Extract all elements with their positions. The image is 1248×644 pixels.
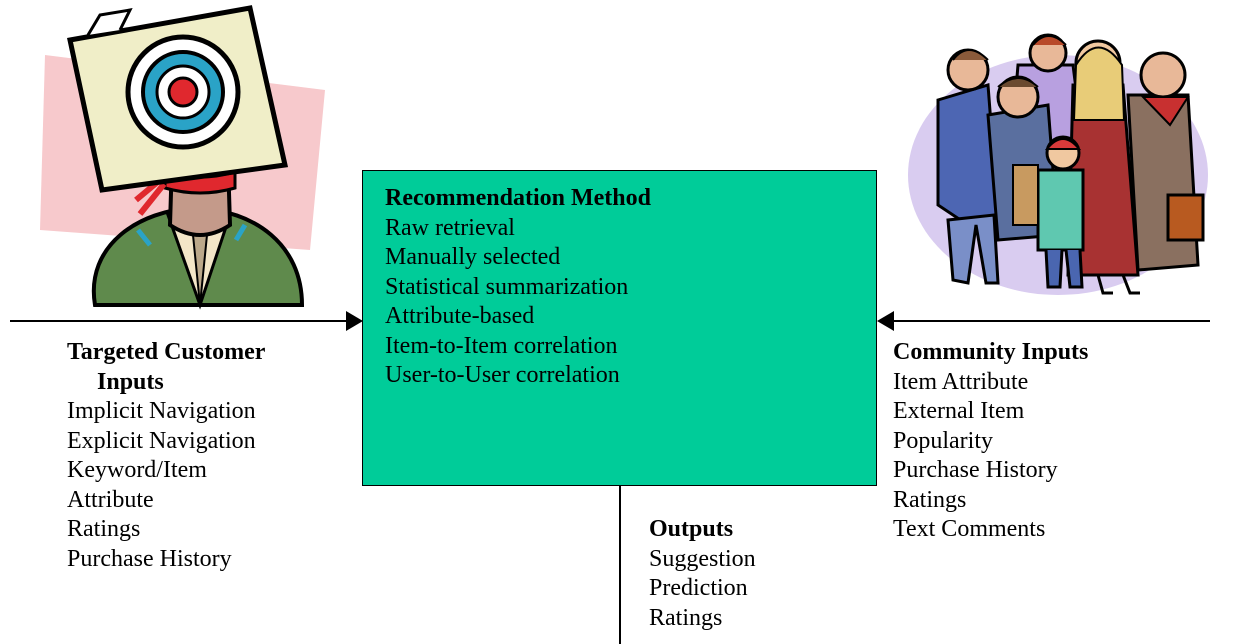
method-title: Recommendation Method: [385, 185, 651, 211]
method-item: Manually selected: [385, 244, 561, 270]
customer-item: Attribute: [67, 486, 154, 513]
customer-title: Targeted Customer: [67, 339, 266, 365]
customer-item: Implicit Navigation: [67, 398, 256, 424]
output-item: Prediction: [649, 575, 748, 601]
community-title: Community Inputs: [893, 339, 1089, 365]
community-item: Text Comments: [893, 516, 1046, 542]
customer-item: Explicit Navigation: [67, 427, 256, 454]
method-list: Raw retrieval Manually selected Statisti…: [385, 214, 876, 391]
community-item: Purchase History: [893, 457, 1058, 483]
community-list: Item Attribute External Item Popularity …: [893, 368, 1088, 545]
method-item: User-to-User correlation: [385, 362, 620, 388]
community-item: Popularity: [893, 427, 993, 454]
method-item: Item-to-Item correlation: [385, 332, 618, 359]
customer-item: Ratings: [67, 516, 141, 542]
outputs-block: Outputs Suggestion Prediction Ratings: [649, 515, 756, 644]
customer-list: Implicit Navigation Explicit Navigation …: [67, 397, 265, 574]
customer-title-continued: Inputs: [97, 368, 164, 395]
output-line: [619, 486, 621, 644]
recommendation-method-box: Recommendation Method Raw retrieval Manu…: [362, 170, 877, 486]
right-input-line: [892, 320, 1210, 322]
customer-inputs-block: Targeted Customer Inputs Implicit Naviga…: [67, 338, 265, 574]
left-input-line: [10, 320, 350, 322]
group-of-people-icon: [908, 33, 1208, 295]
method-item: Raw retrieval: [385, 214, 515, 241]
left-arrowhead-icon: [346, 311, 363, 331]
community-item: Item Attribute: [893, 368, 1029, 395]
community-inputs-block: Community Inputs Item Attribute External…: [893, 338, 1088, 545]
right-arrowhead-icon: [877, 311, 894, 331]
customer-item: Purchase History: [67, 545, 232, 572]
method-item: Attribute-based: [385, 303, 535, 329]
community-item: External Item: [893, 398, 1025, 424]
method-item: Statistical summarization: [385, 273, 629, 300]
customer-item: Keyword/Item: [67, 457, 207, 483]
community-item: Ratings: [893, 486, 967, 513]
outputs-title: Outputs: [649, 516, 734, 542]
output-item: Suggestion: [649, 545, 756, 572]
outputs-list: Suggestion Prediction Ratings: [649, 545, 756, 634]
blindfolded-target-person-icon: [40, 5, 325, 310]
output-item: Ratings: [649, 604, 723, 631]
